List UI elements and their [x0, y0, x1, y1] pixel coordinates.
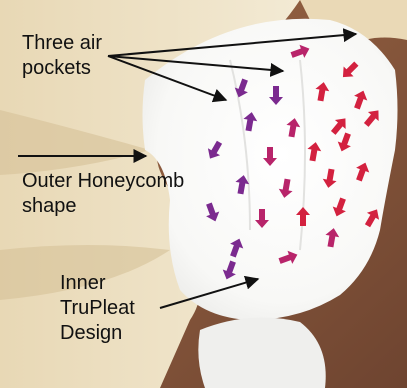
airflow-arrow-11 [204, 139, 226, 162]
airflow-arrow-5 [314, 81, 331, 102]
airflow-arrow-24 [277, 248, 300, 268]
airflow-arrow-15 [234, 174, 251, 195]
airflow-arrow-27 [220, 259, 240, 282]
airflow-arrow-21 [296, 207, 310, 226]
airflow-arrow-14 [335, 131, 355, 154]
airflow-arrow-4 [269, 86, 283, 105]
airflow-arrow-26 [361, 206, 383, 229]
airflow-arrow-17 [321, 168, 338, 189]
airflow-arrow-8 [285, 117, 302, 138]
airflow-arrow-7 [242, 111, 259, 132]
airflow-arrow-25 [324, 227, 341, 248]
pocket-pointer-arrow-2 [108, 56, 283, 71]
airflow-arrow-10 [361, 106, 384, 130]
airflow-arrow-16 [277, 178, 294, 199]
airflow-arrow-19 [202, 201, 222, 224]
airflow-arrow-22 [330, 196, 350, 219]
airflow-arrow-18 [352, 160, 372, 183]
airflow-arrow-12 [263, 147, 277, 166]
airflow-arrow-20 [255, 209, 269, 228]
airflow-arrows [202, 42, 383, 282]
airflow-arrow-3 [232, 77, 252, 100]
airflow-arrow-1 [289, 42, 312, 62]
airflow-arrow-13 [306, 141, 323, 162]
trupleat-pointer-arrow [160, 279, 258, 308]
airflow-arrow-23 [226, 236, 246, 259]
airflow-arrow-2 [338, 59, 361, 82]
pocket-pointer-arrow-1 [108, 34, 356, 56]
airflow-arrow-6 [350, 88, 370, 111]
pocket-pointer-arrow-3 [108, 56, 226, 100]
